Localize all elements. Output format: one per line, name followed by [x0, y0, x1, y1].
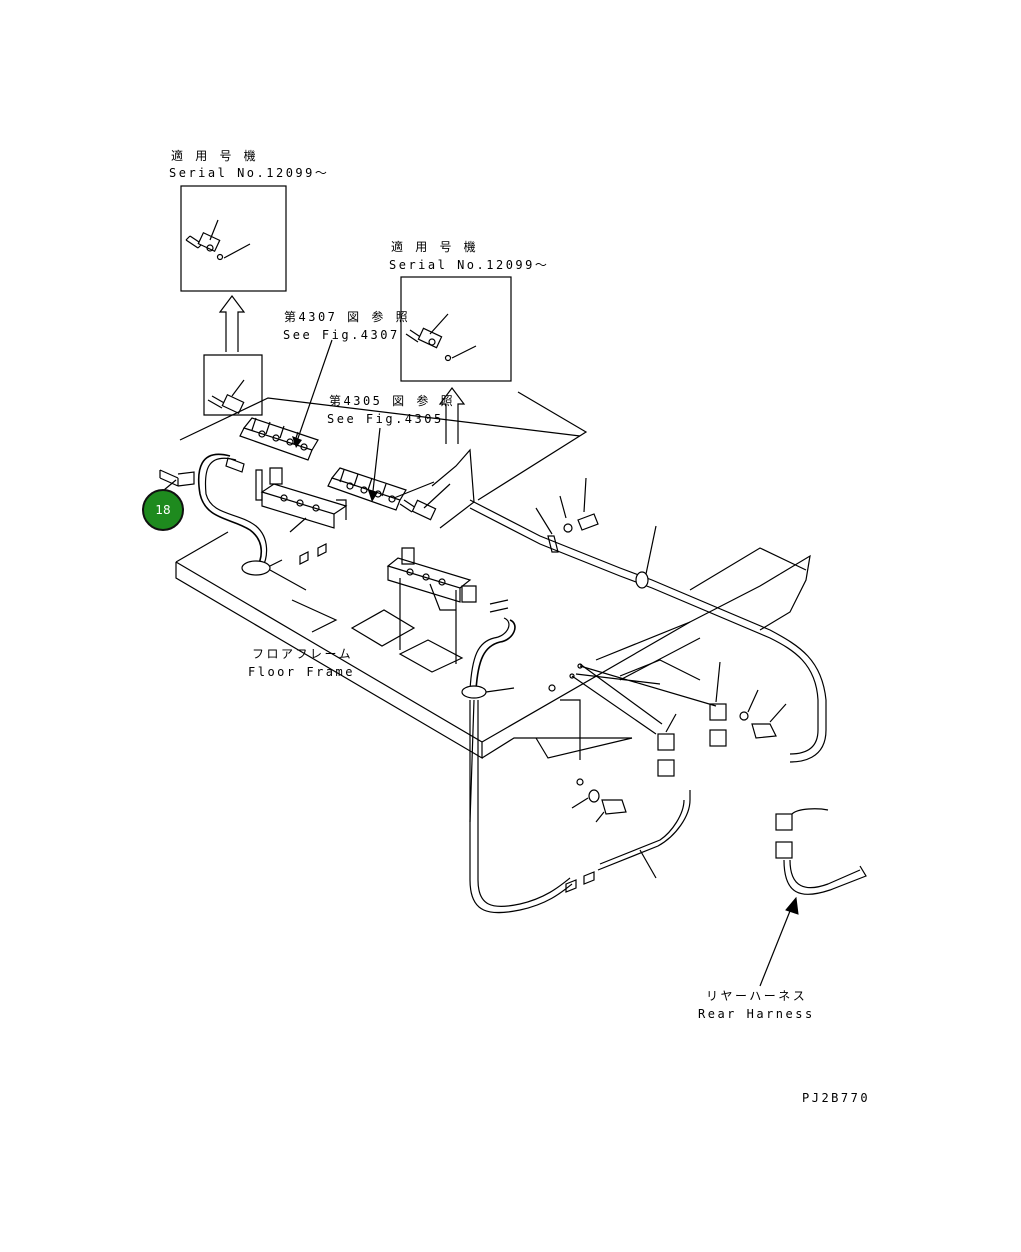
bracket-left	[255, 467, 348, 529]
detail-box-lower-left	[203, 354, 263, 416]
hose-middle	[461, 599, 516, 699]
label-floor-jp: フロアフレーム	[252, 647, 354, 661]
floor-frame	[175, 391, 811, 760]
label-fig4307-en: See Fig.4307	[283, 328, 400, 342]
label-fig4305-jp: 第4305 図 参 照	[329, 394, 456, 408]
up-arrow-left	[218, 295, 246, 352]
harness-main	[469, 499, 827, 914]
label-mid-jp: 適 用 号 機	[391, 240, 479, 254]
label-rear-jp: リヤーハーネス	[706, 989, 808, 1003]
label-mid-serial: Serial No.12099～	[389, 258, 550, 272]
leader-4305	[368, 490, 378, 502]
part-callout-number: 18	[155, 503, 171, 517]
part-callout-18[interactable]: 18	[142, 489, 184, 531]
label-top-left-serial: Serial No.12099～	[169, 166, 330, 180]
bolts-lower	[565, 778, 627, 893]
bracket-right	[386, 547, 477, 611]
label-top-left-jp: 適 用 号 機	[171, 149, 259, 163]
hose-left	[197, 453, 283, 576]
detail-box-upper-left	[180, 185, 287, 292]
connectors-right	[548, 661, 867, 895]
clamp-and-bolt-upper	[535, 477, 657, 589]
label-fig4307-jp: 第4307 図 参 照	[284, 310, 411, 324]
bolt-part-18	[159, 469, 195, 491]
leader-lines	[269, 339, 657, 879]
detail-box-middle	[400, 276, 512, 382]
valve-manifold-4307	[239, 417, 319, 461]
up-arrow-middle	[438, 387, 466, 444]
rear-harness-arrow	[759, 896, 799, 987]
label-fig4305-en: See Fig.4305	[327, 412, 444, 426]
drawing-code: PJ2B770	[802, 1091, 871, 1105]
leader-4307	[292, 436, 302, 448]
label-floor-en: Floor Frame	[248, 665, 355, 679]
label-rear-en: Rear Harness	[698, 1007, 815, 1021]
